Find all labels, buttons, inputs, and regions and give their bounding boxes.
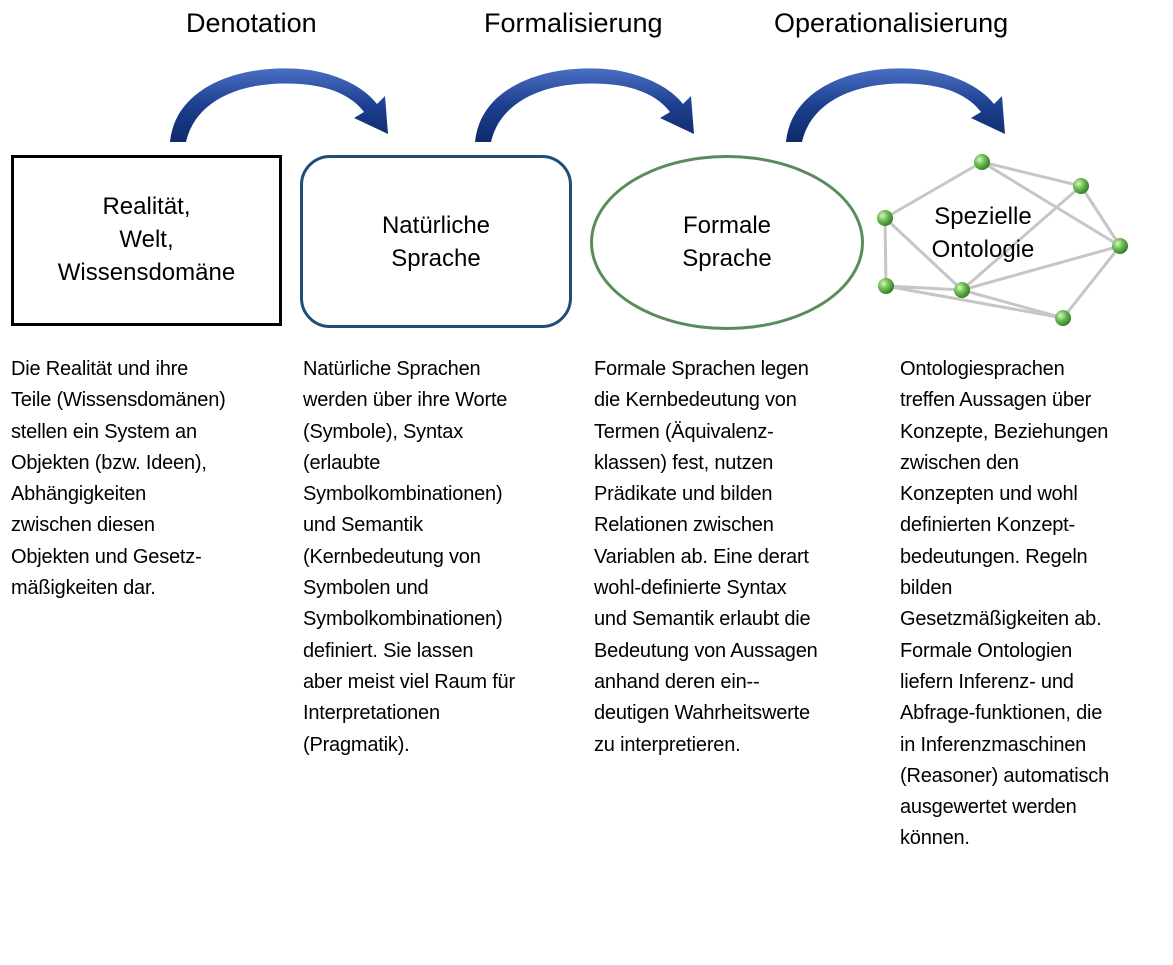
ontology-node xyxy=(1055,310,1071,326)
description-line: Symbolkombinationen) xyxy=(303,483,503,506)
description-line: Gesetzmäßigkeiten ab. xyxy=(900,608,1102,631)
natural-language-label-line: Natürliche xyxy=(381,212,491,239)
reality-label: Realität, Welt, Wissensdomäne xyxy=(11,190,282,289)
description-line: Objekten und Gesetz- xyxy=(11,545,202,568)
description-line: Variablen ab. Eine derart xyxy=(594,545,809,568)
description-line: (Symbole), Syntax xyxy=(303,420,463,443)
ontology-node xyxy=(877,210,893,226)
description-line: Interpretationen xyxy=(303,702,440,725)
ontology-label: Spezielle Ontologie xyxy=(908,200,1058,266)
ontology-edges xyxy=(883,160,1122,320)
description-line: ausgewertet werden xyxy=(900,796,1077,819)
description-line: Abhängigkeiten xyxy=(11,483,147,506)
description-line: und Semantik xyxy=(303,514,423,537)
description-line: Konzepten und wohl xyxy=(900,483,1078,506)
ontology-label-line: Ontologie xyxy=(931,236,1035,263)
description-line: treffen Aussagen über xyxy=(900,389,1092,412)
description-line: Objekten (bzw. Ideen), xyxy=(11,451,207,474)
description-line: Teile (Wissensdomänen) xyxy=(11,389,226,412)
arrow-denotation xyxy=(170,68,388,142)
description-line: bedeutungen. Regeln xyxy=(900,545,1088,568)
description-line: (Kernbedeutung von xyxy=(303,545,481,568)
description-formal-language: Formale Sprachen legen die Kernbedeutung … xyxy=(594,354,818,761)
natural-language-box xyxy=(300,155,572,328)
reality-label-line: Wissensdomäne xyxy=(57,259,236,286)
ontology-node xyxy=(974,154,990,170)
description-line: stellen ein System an xyxy=(11,420,197,443)
ontology-node xyxy=(954,282,970,298)
description-line: anhand deren ein-- xyxy=(594,670,760,693)
description-line: Abfrage-funktionen, die xyxy=(900,702,1103,725)
reality-label-line: Welt, xyxy=(119,226,174,253)
description-line: zwischen diesen xyxy=(11,514,155,537)
description-line: klassen) fest, nutzen xyxy=(594,451,774,474)
description-line: (erlaubte xyxy=(303,451,381,474)
process-arrows xyxy=(170,68,1005,142)
description-line: wohl-definierte Syntax xyxy=(594,577,787,600)
description-line: definiert. Sie lassen xyxy=(303,639,474,662)
description-line: in Inferenzmaschinen xyxy=(900,733,1087,756)
ontology-node xyxy=(878,278,894,294)
description-line: Formale Ontologien xyxy=(900,639,1073,662)
formal-language-ellipse xyxy=(590,155,864,330)
ontology-node xyxy=(1112,238,1128,254)
natural-language-label: Natürliche Sprache xyxy=(300,209,572,275)
formal-language-label-line: Formale xyxy=(682,212,772,239)
description-line: Natürliche Sprachen xyxy=(303,358,481,380)
formal-language-label-line: Sprache xyxy=(682,245,772,272)
description-line: mäßigkeiten dar. xyxy=(11,577,156,600)
ontology-label-line: Spezielle xyxy=(934,203,1032,230)
ontology-node xyxy=(1073,178,1089,194)
description-line: Bedeutung von Aussagen xyxy=(594,639,818,662)
description-line: können. xyxy=(900,827,970,850)
description-line: (Pragmatik). xyxy=(303,733,410,756)
description-line: (Reasoner) automatisch xyxy=(900,764,1110,787)
description-line: bilden xyxy=(900,577,953,600)
description-line: zu interpretieren. xyxy=(594,733,741,756)
description-line: Die Realität und ihre xyxy=(11,358,189,380)
description-line: zwischen den xyxy=(900,451,1019,474)
reality-box xyxy=(11,155,282,326)
description-line: liefern Inferenz- und xyxy=(900,670,1074,693)
arrow-operationalisierung xyxy=(786,68,1005,142)
phase-title-operationalisierung: Operationalisierung xyxy=(774,8,1009,38)
description-line: Relationen zwischen xyxy=(594,514,774,537)
description-line: Formale Sprachen legen xyxy=(594,358,809,380)
description-line: die Kernbedeutung von xyxy=(594,389,797,412)
description-line: definierten Konzept- xyxy=(900,514,1076,537)
formal-language-label: Formale Sprache xyxy=(590,209,864,275)
ontology-network xyxy=(877,154,1128,326)
reality-label-line: Realität, xyxy=(102,193,191,220)
description-line: Symbolkombinationen) xyxy=(303,608,503,631)
description-line: Konzepte, Beziehungen xyxy=(900,420,1109,443)
description-line: Termen (Äquivalenz- xyxy=(594,420,774,443)
description-line: Prädikate und bilden xyxy=(594,483,773,506)
description-line: aber meist viel Raum für xyxy=(303,670,515,693)
description-line: deutigen Wahrheitswerte xyxy=(594,702,810,725)
arrow-formalisierung xyxy=(475,68,694,142)
phase-title-denotation: Denotation xyxy=(186,8,317,38)
description-line: Symbolen und xyxy=(303,577,429,600)
description-line: werden über ihre Worte xyxy=(303,389,508,412)
phase-title-formalisierung: Formalisierung xyxy=(484,8,663,38)
description-line: und Semantik erlaubt die xyxy=(594,608,811,631)
description-natural-language: Natürliche Sprachen werden über ihre Wort… xyxy=(303,354,515,761)
description-line: Ontologiesprachen xyxy=(900,358,1065,380)
ontology-nodes xyxy=(877,154,1128,326)
natural-language-label-line: Sprache xyxy=(391,245,481,272)
